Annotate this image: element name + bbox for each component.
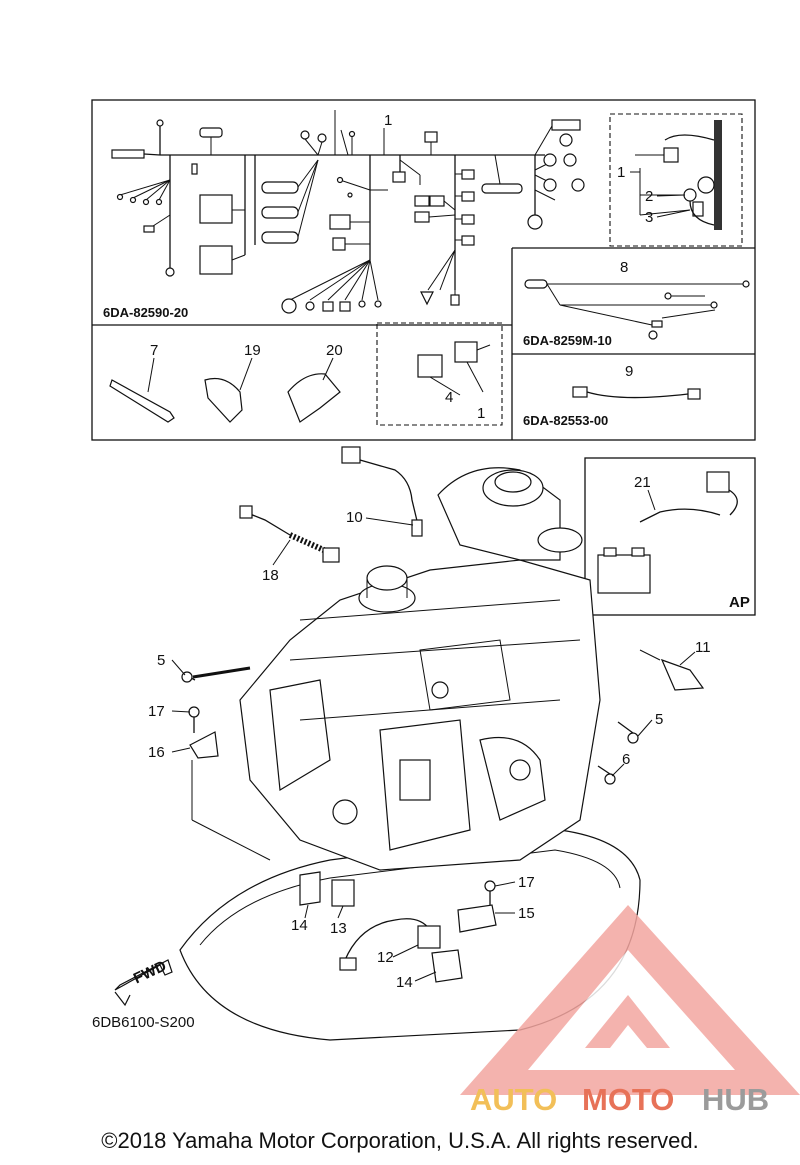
callout-1: 1 [384,112,392,129]
callout-8: 8 [620,259,628,276]
ap-inset-panel [584,457,756,616]
figure-code: 6DB6100-S200 [92,1014,195,1031]
automotohub-logo: AUTO MOTO HUB [460,905,800,1117]
leader-lines [171,128,696,982]
callout-7: 7 [150,342,158,359]
part-number-lead-9: 6DA-82553-00 [523,413,608,428]
callout-11: 11 [695,639,711,656]
callout-17-right: 17 [518,874,535,891]
callout-20: 20 [326,342,343,359]
callout-19: 19 [244,342,261,359]
engine-assembly-drawing [179,467,641,1041]
callout-1-relay: 1 [477,405,485,422]
callout-1-inset: 1 [617,164,625,181]
sensor-inset-parts [635,120,722,230]
fwd-label: FWD [131,957,169,987]
callout-17-left: 17 [148,703,165,720]
part-number-labels: 6DA-82590-20 6DA-8259M-10 6DA-82553-00 6… [92,305,612,1031]
callout-21: 21 [634,474,651,491]
callout-4: 4 [445,389,453,406]
logo-hub: HUB [702,1082,769,1117]
callout-5-right: 5 [655,711,663,728]
callout-2: 2 [645,188,653,205]
lead-parts [524,279,750,400]
callout-5-left: 5 [157,652,165,669]
harness-parts-panel [91,99,756,441]
callout-6: 6 [622,751,630,768]
part-number-harness: 6DA-82590-20 [103,305,188,320]
wire-harness-drawing [111,110,585,314]
callout-14-left: 14 [291,917,308,934]
callout-14-right: 14 [396,974,413,991]
part-number-lead-8: 6DA-8259M-10 [523,333,612,348]
engine-small-parts [181,446,705,983]
callout-9: 9 [625,363,633,380]
callout-15: 15 [518,905,535,922]
relay-inset-parts [417,341,491,396]
logo-auto: AUTO [470,1082,557,1117]
logo-moto: MOTO [582,1082,674,1117]
forward-arrow: FWD [114,957,173,1007]
callout-18: 18 [262,567,279,584]
copyright-notice: ©2018 Yamaha Motor Corporation, U.S.A. A… [101,1128,699,1153]
callout-10: 10 [346,509,363,526]
callout-13: 13 [330,920,347,937]
band-and-clamp-parts [109,357,341,423]
callout-16: 16 [148,744,165,761]
callout-12: 12 [377,949,394,966]
callout-labels: 1 1 2 3 4 1 7 19 20 8 9 10 18 21 11 5 17… [148,112,750,991]
ap-label: AP [729,594,750,611]
callout-3: 3 [645,209,653,226]
